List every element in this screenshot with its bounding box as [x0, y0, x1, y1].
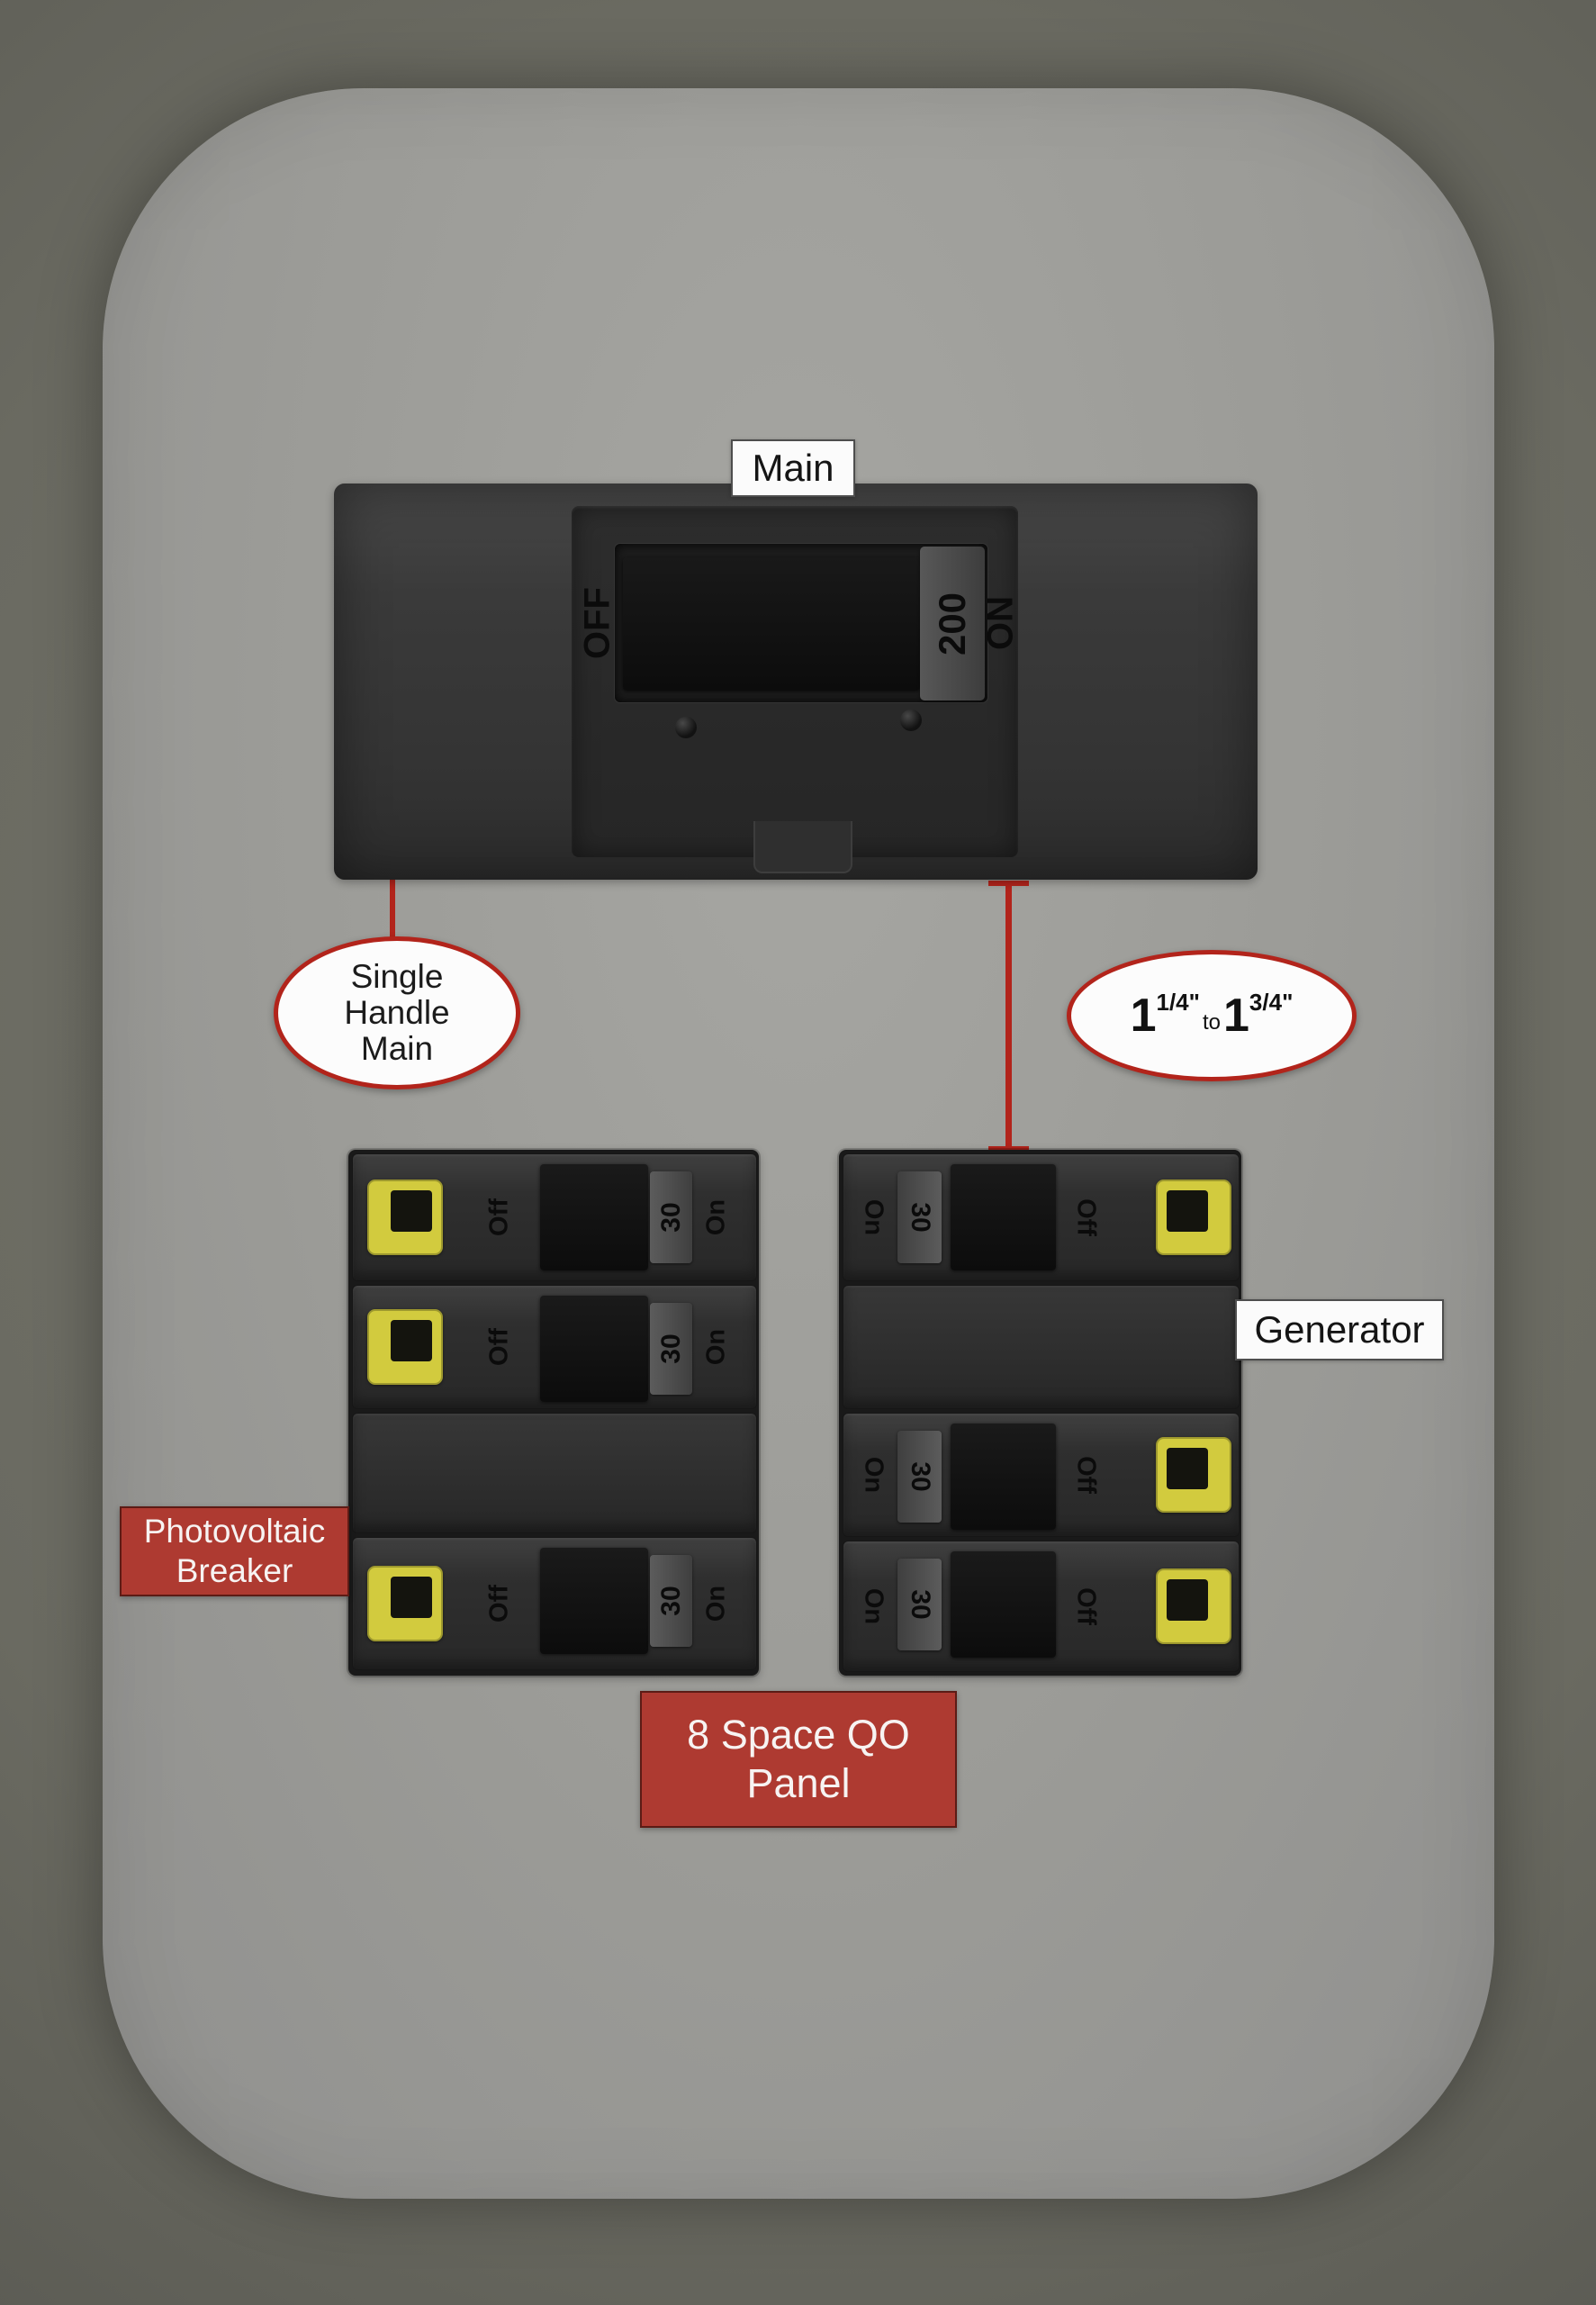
breaker-off-label: Off	[484, 1198, 514, 1236]
main-breaker-amp-label: 200	[931, 592, 973, 655]
gen-breaker-3: On 30 Off	[843, 1541, 1240, 1672]
single-handle-main-callout: Single Handle Main	[274, 936, 520, 1089]
visi-trip-window-icon	[367, 1309, 443, 1385]
breaker-on-label: On	[701, 1585, 731, 1623]
pv-breaker-3: Off 30 On	[352, 1537, 757, 1670]
main-breaker-off-label: OFF	[577, 587, 618, 659]
breaker-handle-tip: 30	[650, 1555, 692, 1647]
visi-trip-window-icon	[1156, 1437, 1231, 1513]
main-callout-text: Main	[752, 447, 834, 489]
breaker-amp-label: 30	[655, 1333, 686, 1364]
window-inner	[391, 1320, 432, 1361]
dimension-line	[1005, 883, 1012, 1151]
visi-trip-window-icon	[1156, 1568, 1231, 1644]
visi-trip-window-icon	[367, 1180, 443, 1255]
size-integer: 1	[1130, 990, 1157, 1042]
panel-callout-line: 8 Space QO	[687, 1712, 910, 1758]
main-breaker-on-label: ON	[980, 596, 1021, 650]
breaker-handle-tip: 30	[897, 1431, 942, 1523]
size-integer: 1	[1223, 990, 1249, 1042]
visi-trip-window-icon	[1156, 1180, 1231, 1255]
blank-panel-space	[843, 1285, 1240, 1409]
breaker-handle	[951, 1164, 1056, 1270]
left-breaker-column: Off 30 On Off 30 On Off 30 On	[348, 1150, 759, 1676]
breaker-on-label: On	[859, 1456, 888, 1494]
breaker-handle	[951, 1551, 1056, 1658]
breaker-on-label: On	[701, 1328, 731, 1366]
window-inner	[1167, 1190, 1208, 1232]
load-center-panel	[103, 88, 1494, 2199]
breaker-amp-label: 30	[655, 1586, 686, 1616]
blank-panel-space	[352, 1413, 757, 1533]
breaker-handle-tip: 30	[897, 1171, 942, 1263]
photovoltaic-callout-line: Breaker	[176, 1552, 293, 1589]
main-breaker-face: 200 OFF ON	[572, 506, 1021, 873]
main-breaker-handle	[623, 557, 920, 691]
breaker-on-label: On	[859, 1587, 888, 1625]
breaker-amp-label: 30	[655, 1202, 686, 1233]
breaker-off-label: Off	[1071, 1198, 1101, 1236]
breaker-amp-label: 30	[905, 1202, 935, 1233]
breaker-handle	[951, 1424, 1056, 1530]
breaker-on-label: On	[701, 1198, 731, 1236]
dimension-line-cap-top	[988, 881, 1029, 886]
breaker-on-label: On	[859, 1198, 888, 1236]
window-inner	[391, 1190, 432, 1232]
window-inner	[391, 1577, 432, 1618]
breaker-handle-tip: 30	[650, 1171, 692, 1263]
breaker-off-label: Off	[484, 1585, 514, 1623]
photovoltaic-callout-label: Photovoltaic Breaker	[120, 1506, 349, 1596]
breaker-handle	[540, 1296, 648, 1402]
breaker-handle	[540, 1548, 648, 1654]
size-fraction: 3/4"	[1249, 988, 1294, 1016]
screw-icon	[900, 710, 922, 731]
right-breaker-column: On 30 Off On 30 Off On 30 Off	[839, 1150, 1241, 1676]
breaker-handle-tip: 30	[650, 1303, 692, 1395]
main-breaker: 200 OFF ON	[334, 484, 1258, 880]
photovoltaic-callout-line: Photovoltaic	[143, 1513, 326, 1550]
screw-icon	[675, 717, 697, 738]
main-callout-label: Main	[731, 439, 855, 497]
dimension-line-cap-bottom	[988, 1146, 1029, 1152]
pv-breaker-2: Off 30 On	[352, 1285, 757, 1409]
pv-breaker-1: Off 30 On	[352, 1153, 757, 1281]
main-breaker-notch	[753, 821, 852, 873]
gen-breaker-1: On 30 Off	[843, 1153, 1240, 1281]
window-inner	[1167, 1448, 1208, 1489]
breaker-amp-label: 30	[905, 1589, 935, 1620]
gen-breaker-2: On 30 Off	[843, 1413, 1240, 1537]
breaker-off-label: Off	[1071, 1587, 1101, 1625]
size-connector-text: to	[1202, 1010, 1221, 1035]
panel-callout-label: 8 Space QO Panel	[640, 1691, 957, 1828]
callout-line: Single	[350, 958, 444, 995]
callout-line: Main	[360, 1030, 434, 1067]
panel-callout-line: Panel	[746, 1760, 851, 1806]
size-fraction: 1/4"	[1156, 988, 1200, 1016]
breaker-handle-tip: 30	[897, 1559, 942, 1650]
breaker-off-label: Off	[1071, 1456, 1101, 1494]
callout-line: Handle	[344, 994, 450, 1031]
breaker-amp-label: 30	[905, 1461, 935, 1492]
visi-trip-window-icon	[367, 1566, 443, 1641]
generator-callout-label: Generator	[1235, 1299, 1444, 1360]
breaker-off-label: Off	[484, 1328, 514, 1366]
main-breaker-handle-tip: 200	[920, 547, 985, 701]
generator-callout-text: Generator	[1254, 1308, 1425, 1351]
window-inner	[1167, 1579, 1208, 1621]
breaker-handle	[540, 1164, 648, 1270]
